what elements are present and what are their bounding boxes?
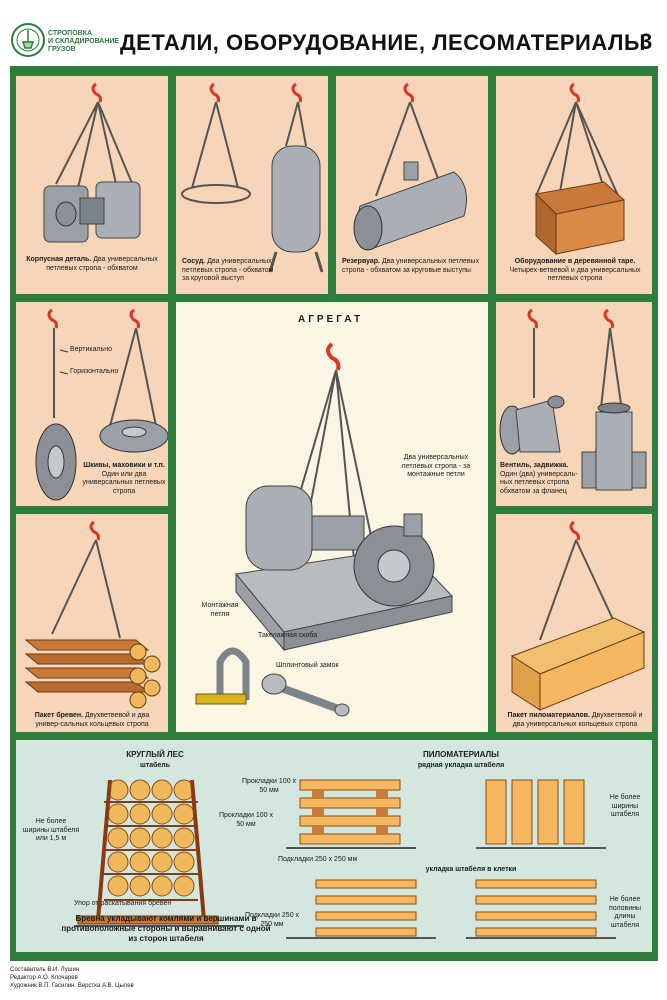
caption-text: Один или два универсальных петлевых стро…: [82, 470, 166, 495]
credits-line: Составитель В.И. Лушин: [10, 967, 80, 973]
panel-log-bundle: Пакет бревен. Двухветвевой и два универ-…: [16, 514, 168, 732]
label-shackle: Такелажная скоба: [258, 632, 318, 639]
panel-lumber-bundle: Пакет пиломатериалов. Двухветвевой и два…: [496, 514, 652, 732]
lumber-bundle-illustration: [510, 520, 646, 711]
caption-tank: Резервуар. Два универсальных петлевых ст…: [342, 258, 482, 275]
logo-line: СТРОПОВКА: [48, 30, 93, 37]
storage-illustration: [74, 779, 616, 939]
logo-text: СТРОПОВКА И СКЛАДИРОВАНИЕ ГРУЗОВ: [48, 30, 128, 54]
caption-crate: Оборудование в деревянной таре. Четырех-…: [502, 258, 648, 284]
lumber-row-subtitle: рядная укладка штабеля: [417, 762, 505, 769]
label-round-pads: Прокладки 100 x 50 мм: [218, 812, 274, 828]
label-cotter-lock: Шплинтовый замок: [276, 662, 339, 669]
page-title: ДЕТАЛИ, ОБОРУДОВАНИЕ, ЛЕСОМАТЕРИАЛЫ: [120, 30, 646, 55]
caption-text: Два универсальных петлевых стропа - обхв…: [182, 258, 274, 282]
caption-pulleys: Шкивы, маховики и т.п. Один или два унив…: [82, 462, 166, 496]
label-lumber-pads-top: Прокладки 100 x 50 мм: [241, 778, 297, 794]
caption-lead: Корпусная деталь.: [26, 256, 92, 263]
caption-lead: Сосуд.: [182, 258, 206, 265]
caption-lead: Пакет бревен.: [34, 712, 84, 719]
caption-text: Четырех-ветвевой и два универсальных пет…: [509, 266, 641, 283]
logo-line: И СКЛАДИРОВАНИЕ: [48, 38, 120, 45]
panel-storage: КРУГЛЫЙ ЛЕС штабель Не более ширины штаб…: [16, 740, 652, 952]
tank-illustration: [353, 82, 467, 251]
label-lumber-width: Не более ширины штабеля: [609, 794, 641, 818]
caption-text: Два универсальных петлевых стропа - обхв…: [342, 258, 480, 274]
caption-text: Двухветвевой и два универсальных кольцев…: [512, 712, 643, 728]
label-lumber-half: Не более половины длины штабеля: [608, 896, 642, 929]
caption-text: Один (два) универсаль-ных петлевых строп…: [500, 470, 578, 495]
round-timber-subtitle: штабель: [139, 762, 171, 769]
panel-pulleys: Вертикально Горизонтально Шкивы, маховик…: [16, 302, 168, 506]
vessel-illustration: [181, 82, 324, 273]
round-timber-title: КРУГЛЫЙ ЛЕС: [126, 750, 184, 759]
credits: Составитель В.И. Лушин Редактор А.О. Кло…: [10, 966, 134, 990]
housing-part-illustration: [43, 82, 141, 243]
crate-illustration: [534, 82, 626, 256]
logo-emblem: [11, 23, 45, 57]
credits-line: Художник В.П. Гасилин. Верстка А.В. Цыле…: [10, 983, 134, 989]
caption-lead: Вентиль, задвижка.: [500, 462, 569, 469]
label-vertical: Вертикально: [70, 346, 113, 353]
caption-lead: Шкивы, маховики и т.п.: [83, 462, 165, 469]
panel-vessel: Сосуд. Два универсальных петлевых стропа…: [176, 76, 328, 294]
lumber-title: ПИЛОМАТЕРИАЛЫ: [422, 750, 499, 759]
lumber-cage-subtitle: укладка штабеля в клетки: [425, 866, 517, 873]
caption-text: Два универсальных петлевых стропа - обхв…: [46, 256, 158, 272]
panel-tank: Резервуар. Два универсальных петлевых ст…: [336, 76, 488, 294]
label-roll-stop: Упор от раскатывания бревен: [74, 900, 172, 907]
credits-line: Редактор А.О. Клочарев: [10, 975, 78, 981]
caption-text: Двухветвевой и два универ-сальных кольце…: [35, 712, 150, 728]
caption-lumber-bundle: Пакет пиломатериалов. Двухветвевой и два…: [502, 712, 648, 729]
label-mounting-loop: Монтажная петля: [201, 602, 239, 618]
pulleys-illustration: [35, 308, 168, 501]
label-round-width: Не более ширины штабеля или 1,5 м: [22, 818, 80, 842]
caption-vessel: Сосуд. Два универсальных петлевых стропа…: [182, 258, 282, 284]
caption-log-bundle: Пакет бревен. Двухветвевой и два универ-…: [22, 712, 162, 729]
caption-lead: Оборудование в деревянной таре.: [514, 258, 636, 265]
sheet-number: 3: [640, 29, 653, 54]
panel-crate: Оборудование в деревянной таре. Четырех-…: [496, 76, 652, 294]
caption-lead: Резервуар.: [342, 258, 380, 265]
panel-aggregate: АГРЕГАТ Два универсальных петлевых строп…: [176, 302, 488, 732]
label-lumber-pads-bottom-2: Подкладки 250 x 250 мм: [244, 912, 300, 928]
stacking-rule: Бревна укладывают комлями и вершинами в …: [61, 914, 271, 943]
caption-valve: Вентиль, задвижка. Один (два) универсаль…: [500, 462, 580, 496]
caption-lead: Пакет пиломатериалов.: [507, 712, 590, 719]
label-horizontal: Горизонтально: [70, 368, 119, 375]
aggregate-title: АГРЕГАТ: [298, 314, 364, 325]
caption-housing-part: Корпусная деталь. Два универсальных петл…: [22, 256, 162, 273]
poster-frame: Корпусная деталь. Два универсальных петл…: [10, 66, 658, 961]
panel-valve: Вентиль, задвижка. Один (два) универсаль…: [496, 302, 652, 506]
log-bundle-illustration: [24, 520, 161, 709]
logo-line: ГРУЗОВ: [48, 46, 76, 53]
label-lumber-pads-bottom: Подкладки 250 x 250 мм: [278, 856, 358, 863]
valve-illustration: [499, 308, 647, 491]
label-two-slings: Два универсальных петлевых стропа - за м…: [401, 454, 471, 478]
aggregate-illustration: [195, 342, 453, 717]
panel-housing-part: Корпусная деталь. Два универсальных петл…: [16, 76, 168, 294]
